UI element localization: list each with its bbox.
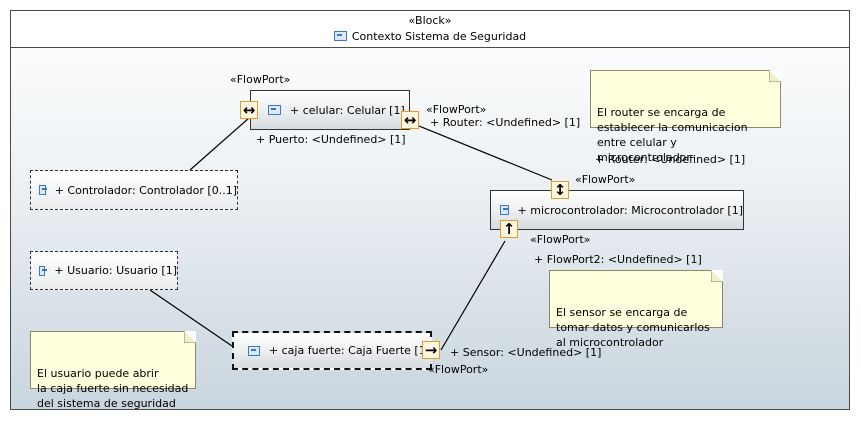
part-icon [39, 185, 47, 195]
port-caja-sensor[interactable]: → [422, 341, 440, 359]
block-title: Contexto Sistema de Seguridad [11, 30, 849, 43]
port-micro-router-label: + Router: <Undefined> [1] [595, 153, 745, 166]
note-usuario-text: El usuario puede abrir la caja fuerte si… [37, 367, 189, 410]
part-icon [39, 265, 48, 276]
port-celular-router-stereotype: «FlowPort» [426, 103, 487, 116]
part-controlador-label: + Controlador: Controlador [0..1] [54, 183, 237, 197]
port-micro-router-stereotype: «FlowPort» [575, 173, 636, 186]
port-micro-flowport2-stereotype: «FlowPort» [530, 233, 591, 246]
note-router-text: El router se encarga de establecer la co… [597, 106, 748, 164]
note-sensor-text: El sensor se encarga de tomar datos y co… [556, 306, 710, 349]
frame-header: «Block» Contexto Sistema de Seguridad [11, 11, 849, 48]
note-fold-icon [184, 331, 196, 343]
port-celular-router-label: + Router: <Undefined> [1] [430, 116, 581, 129]
part-usuario[interactable]: + Usuario: Usuario [1] [30, 251, 178, 290]
block-stereotype: «Block» [408, 14, 452, 27]
vertical-bidirectional-arrow-icon: ↕ [553, 180, 567, 199]
part-celular-label: + celular: Celular [1] [290, 103, 405, 117]
part-caja-fuerte-label: + caja fuerte: Caja Fuerte [1] [268, 344, 430, 357]
port-celular-router[interactable]: ↔ [401, 111, 419, 129]
part-usuario-label: + Usuario: Usuario [1] [54, 264, 177, 277]
bidirectional-arrow-icon: ↔ [403, 110, 417, 129]
port-caja-sensor-label: + Sensor: <Undefined> [1] [450, 346, 602, 359]
note-usuario[interactable]: El usuario puede abrir la caja fuerte si… [30, 331, 196, 410]
up-arrow-icon: ↑ [502, 219, 516, 238]
part-controlador[interactable]: + Controlador: Controlador [0..1] [30, 170, 238, 210]
port-micro-router[interactable]: ↕ [551, 181, 569, 199]
part-icon [500, 205, 509, 215]
note-fold-icon [769, 70, 781, 82]
connector-celular-controlador [189, 117, 250, 171]
part-icon [268, 105, 281, 115]
port-micro-flowport2[interactable]: ↑ [500, 220, 518, 238]
part-microcontrolador-label: + microcontrolador: Microcontrolador [1] [517, 203, 743, 217]
bidirectional-arrow-icon: ↔ [242, 100, 256, 119]
note-fold-icon [711, 270, 723, 282]
part-microcontrolador[interactable]: + microcontrolador: Microcontrolador [1] [490, 190, 744, 230]
note-sensor[interactable]: El sensor se encarga de tomar datos y co… [549, 270, 723, 349]
connector-caja-micro [440, 240, 506, 351]
port-caja-sensor-stereotype: «FlowPort» [428, 363, 489, 376]
block-title-text: Contexto Sistema de Seguridad [351, 30, 527, 43]
block-icon [333, 31, 347, 41]
part-caja-fuerte[interactable]: + caja fuerte: Caja Fuerte [1] [232, 331, 432, 370]
connector-usuario-caja [149, 289, 233, 347]
note-router[interactable]: El router se encarga de establecer la co… [590, 70, 781, 164]
port-celular-puerto-stereotype: «FlowPort» [230, 73, 291, 86]
port-celular-puerto[interactable]: ↔ [240, 101, 258, 119]
port-micro-flowport2-label: + FlowPort2: <Undefined> [1] [534, 253, 702, 266]
part-icon [248, 345, 260, 356]
connector-celular-micro [418, 125, 553, 181]
part-celular[interactable]: + celular: Celular [1] [250, 90, 410, 130]
right-arrow-icon: → [424, 340, 438, 359]
port-celular-puerto-label: + Puerto: <Undefined> [1] [256, 133, 406, 146]
